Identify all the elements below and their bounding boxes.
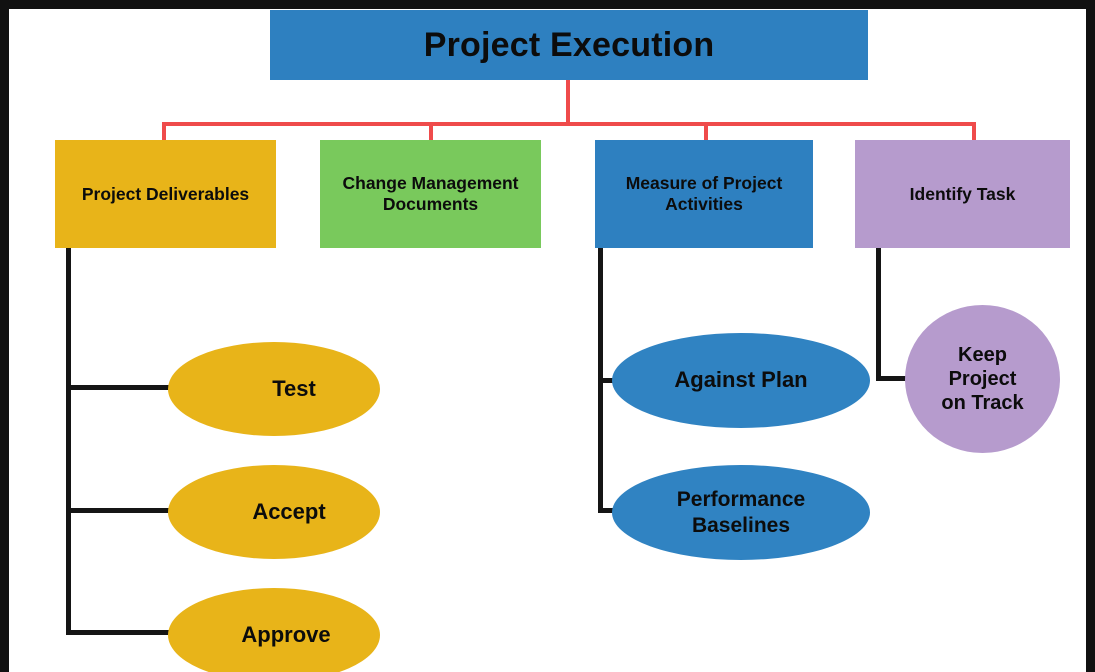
connector-branch-approve — [66, 630, 182, 635]
connector-branch-accept — [66, 508, 182, 513]
node-project-execution[interactable]: Project Execution — [270, 10, 868, 80]
node-change-management-documents[interactable]: Change Management Documents — [320, 140, 541, 248]
node-label: Approve — [241, 621, 331, 647]
node-keep-project-on-track[interactable]: Keep Project on Track — [905, 305, 1060, 453]
node-measure-of-project-activities[interactable]: Measure of Project Activities — [595, 140, 813, 248]
node-label: Against Plan — [674, 367, 808, 393]
node-label: Change Management Documents — [343, 173, 519, 214]
node-project-deliverables[interactable]: Project Deliverables — [55, 140, 276, 248]
node-label-line-1: Keep — [958, 344, 1007, 366]
node-identify-task[interactable]: Identify Task — [855, 140, 1070, 248]
node-label-line-1: Change Management — [342, 173, 519, 194]
node-label: Performance Baselines — [677, 487, 805, 537]
frame-right-edge — [1086, 0, 1095, 672]
node-label-line-2: Project — [948, 368, 1017, 390]
connector-branch-keep-on-track — [876, 376, 926, 381]
node-label-line-1: Measure of Project — [625, 173, 783, 194]
connector-root-stem — [566, 80, 570, 125]
node-label-line-3: on Track — [941, 392, 1024, 414]
node-label-line-2: Activities — [665, 194, 743, 214]
connector-identify-spine — [876, 248, 881, 380]
node-label-line-2: Documents — [382, 194, 479, 214]
connector-branch-test — [66, 385, 182, 390]
frame-left-edge — [0, 0, 9, 672]
node-label: Keep Project on Track — [941, 343, 1023, 415]
node-accept[interactable]: Accept — [168, 465, 380, 559]
connector-root-bar — [162, 122, 976, 126]
node-label: Test — [272, 375, 316, 401]
connector-deliverables-spine — [66, 248, 71, 635]
node-approve[interactable]: Approve — [168, 588, 380, 672]
node-label: Identify Task — [909, 183, 1016, 204]
frame-top-edge — [0, 0, 1095, 9]
node-label-line-1: Performance — [676, 488, 806, 512]
node-label: Project Execution — [423, 25, 715, 64]
node-label: Project Deliverables — [81, 183, 250, 204]
node-label-line-2: Baselines — [691, 513, 791, 537]
node-label: Accept — [252, 498, 326, 524]
node-performance-baselines[interactable]: Performance Baselines — [612, 465, 870, 560]
connector-drop-identify — [972, 122, 976, 142]
node-against-plan[interactable]: Against Plan — [612, 333, 870, 428]
connector-drop-deliverables — [162, 122, 166, 142]
node-test[interactable]: Test — [168, 342, 380, 436]
node-label: Measure of Project Activities — [626, 173, 783, 214]
connector-drop-change — [429, 122, 433, 142]
connector-drop-measure — [704, 122, 708, 142]
